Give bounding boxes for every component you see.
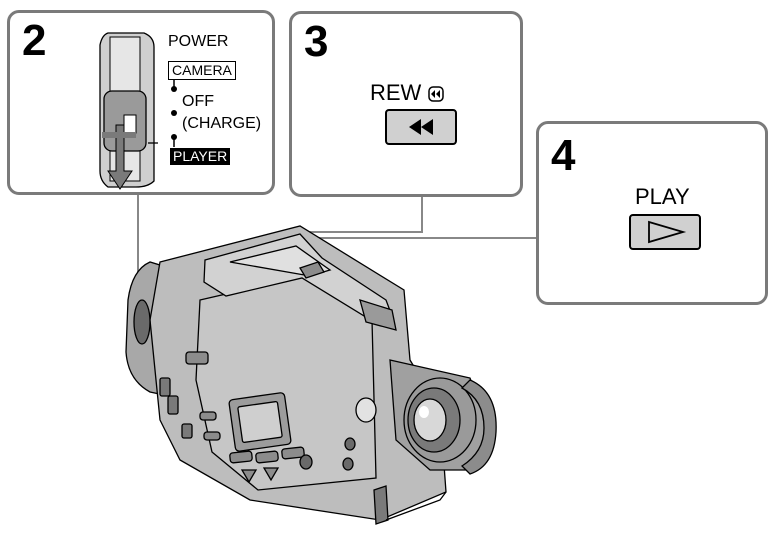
camera-control-button [229,450,253,464]
camera-top-button [299,261,325,279]
camera-triangle-button [262,467,280,482]
play-button[interactable] [629,214,701,250]
camera-dial [342,457,354,471]
step2-number: 2 [22,16,47,65]
camera-dial [299,454,313,470]
camera-lcd-inner [237,401,283,443]
camera-power-dial [133,299,151,345]
step3-panel: 3 REW [289,11,523,197]
mode-indicator-dots [171,79,177,147]
rewind-button[interactable] [385,109,457,145]
off-label: OFF [182,93,214,110]
camera-jack [167,395,179,415]
step2-panel: 2 POWER CAMERA OFF (CHARGE) PLAYER [7,10,275,195]
power-label: POWER [168,33,229,50]
rew-button-label: REW [370,80,445,106]
camera-dial [344,437,356,451]
power-switch-illustration [99,32,158,190]
step4-number: 4 [551,131,576,180]
play-icon [648,220,687,244]
mode-dot [171,86,177,92]
camera-sensor-window [355,397,377,423]
rew-label-text: REW [370,80,422,105]
rewind-small-icon [428,86,445,102]
charge-label: (CHARGE) [182,115,262,132]
rewind-icon [409,119,433,135]
power-switch-tab [123,114,137,134]
camera-viewfinder [359,299,397,331]
mode-dot [171,110,177,116]
camera-triangle-button [240,469,258,484]
camera-side-button [203,431,221,441]
camera-grip-strap [373,485,389,525]
camera-mode-label: CAMERA [168,61,236,80]
camera-control-button [281,446,305,460]
player-mode-label: PLAYER [170,148,231,165]
play-button-label: PLAY [635,184,690,209]
step4-panel: 4 PLAY [536,121,768,305]
camera-lens-glass [413,398,447,442]
camera-bottom-edge [385,491,447,521]
step3-number: 3 [304,17,329,66]
camcorder-illustration [125,225,497,525]
camera-side-button [199,411,217,421]
camera-lens-highlight [419,406,429,418]
camera-lens-hood [460,379,497,475]
camera-mode-switch [185,351,209,365]
camera-jack [181,423,193,439]
camera-control-button [255,450,279,464]
camera-jack [159,377,171,397]
